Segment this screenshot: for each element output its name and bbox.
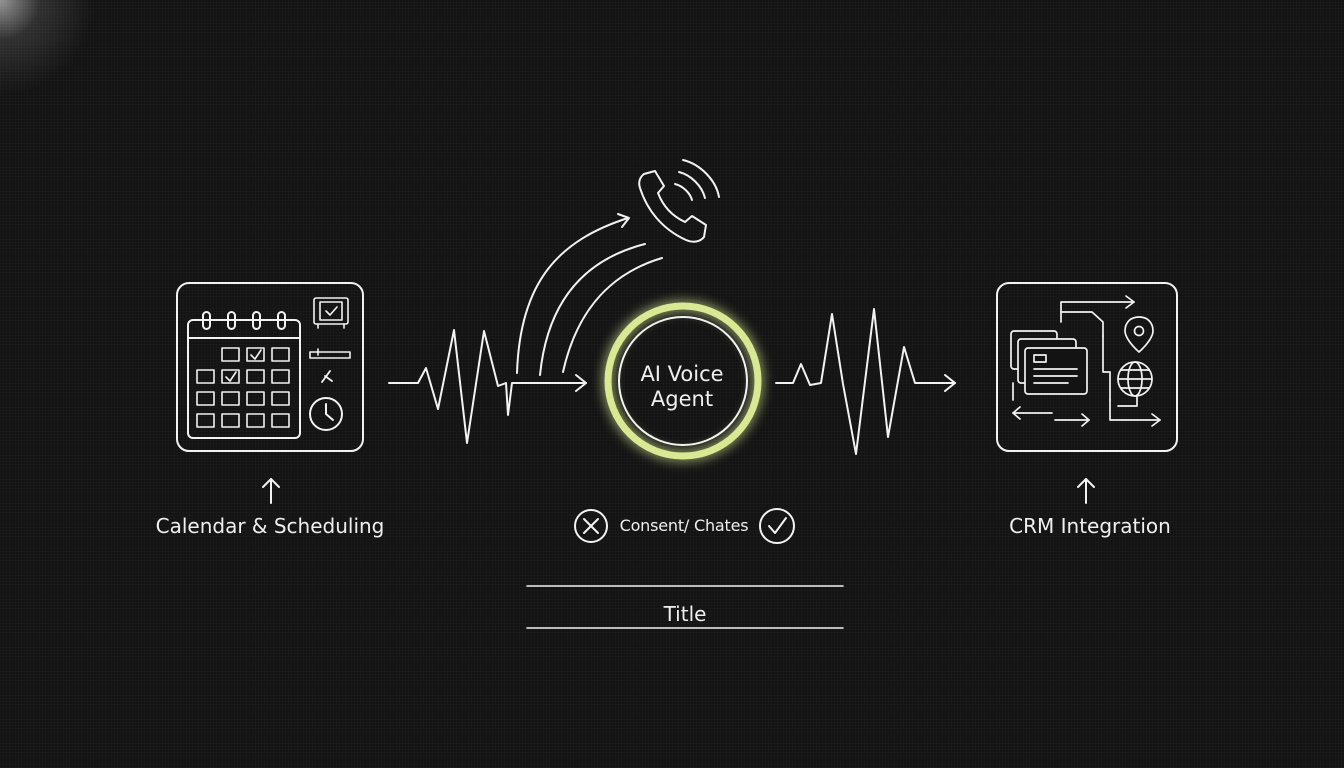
left-waveform: [388, 329, 587, 444]
check-circle-icon: [759, 508, 795, 544]
crm-workflow-icon: [1010, 295, 1161, 427]
agent-inner-ring: [618, 316, 748, 446]
agent-title: AI Voice Agent: [640, 362, 724, 411]
calendar-box: [176, 282, 364, 452]
calendar-icon: [187, 311, 301, 439]
clipboard-check-icon: [313, 297, 349, 329]
agent-glow-ring: [604, 302, 762, 460]
calendar-up-arrow: [262, 478, 280, 504]
right-waveform: [775, 308, 956, 455]
clock-icon: [309, 397, 343, 431]
x-circle-icon: [574, 509, 608, 543]
signal-arcs: [516, 213, 663, 376]
crm-box: [996, 282, 1178, 452]
ai-voice-agent-node[interactable]: [604, 302, 762, 460]
slider-bar-icon: [309, 348, 351, 359]
calendar-node[interactable]: [176, 282, 364, 452]
consent-label: Consent/ Chates: [619, 516, 749, 535]
calendar-label: Calendar & Scheduling: [155, 514, 385, 538]
pin-icon: [321, 370, 333, 383]
crm-up-arrow: [1077, 478, 1095, 504]
footer-title: Title: [663, 602, 707, 626]
crm-label: CRM Integration: [1009, 514, 1171, 538]
crm-node[interactable]: [996, 282, 1178, 452]
phone-ringing-icon: [638, 159, 720, 243]
